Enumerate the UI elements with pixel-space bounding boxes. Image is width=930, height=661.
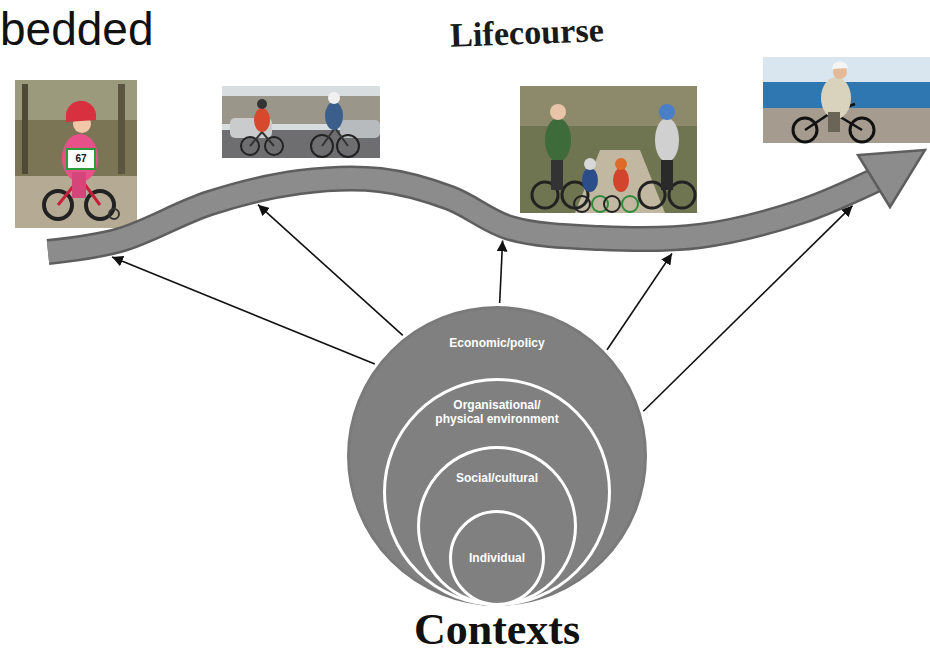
context-ring: Organisational/ physical environmentSoci… xyxy=(383,378,611,606)
ring-circle xyxy=(385,380,610,605)
child-photo xyxy=(15,80,137,228)
ring-circle xyxy=(349,308,646,605)
band-arrowhead xyxy=(858,150,925,207)
lifecourse-heading: Lifecourse xyxy=(416,10,637,55)
context-ring: Social/culturalIndividual xyxy=(417,446,577,606)
lifecourse-arrow: Lifecourse xyxy=(0,140,930,270)
lifecourse-band xyxy=(0,140,930,270)
ring-label: Economic/policy xyxy=(412,336,582,350)
slide-title: bedded xyxy=(0,4,154,55)
band-outline xyxy=(48,178,880,252)
ring-circle xyxy=(451,512,544,605)
ring-label: Individual xyxy=(457,551,537,565)
photo-number: 67 xyxy=(68,151,94,167)
ring-label: Organisational/ physical environment xyxy=(432,398,562,426)
context-ring: Individual xyxy=(449,510,545,606)
family-cyclists-photo xyxy=(520,86,697,213)
older-cyclist-photo xyxy=(763,57,930,143)
influence-arrow xyxy=(500,240,503,303)
influence-arrow xyxy=(112,257,375,364)
influence-arrow xyxy=(607,253,672,349)
band-body xyxy=(48,178,880,252)
adult-cyclists-photo xyxy=(222,86,380,158)
context-ring: Economic/policyContextsOrganisational/ p… xyxy=(347,306,647,606)
ring-label: Social/cultural xyxy=(437,471,557,485)
influence-arrow xyxy=(258,205,403,336)
contexts-heading: Contexts xyxy=(347,608,647,652)
ring-circle xyxy=(419,448,576,605)
